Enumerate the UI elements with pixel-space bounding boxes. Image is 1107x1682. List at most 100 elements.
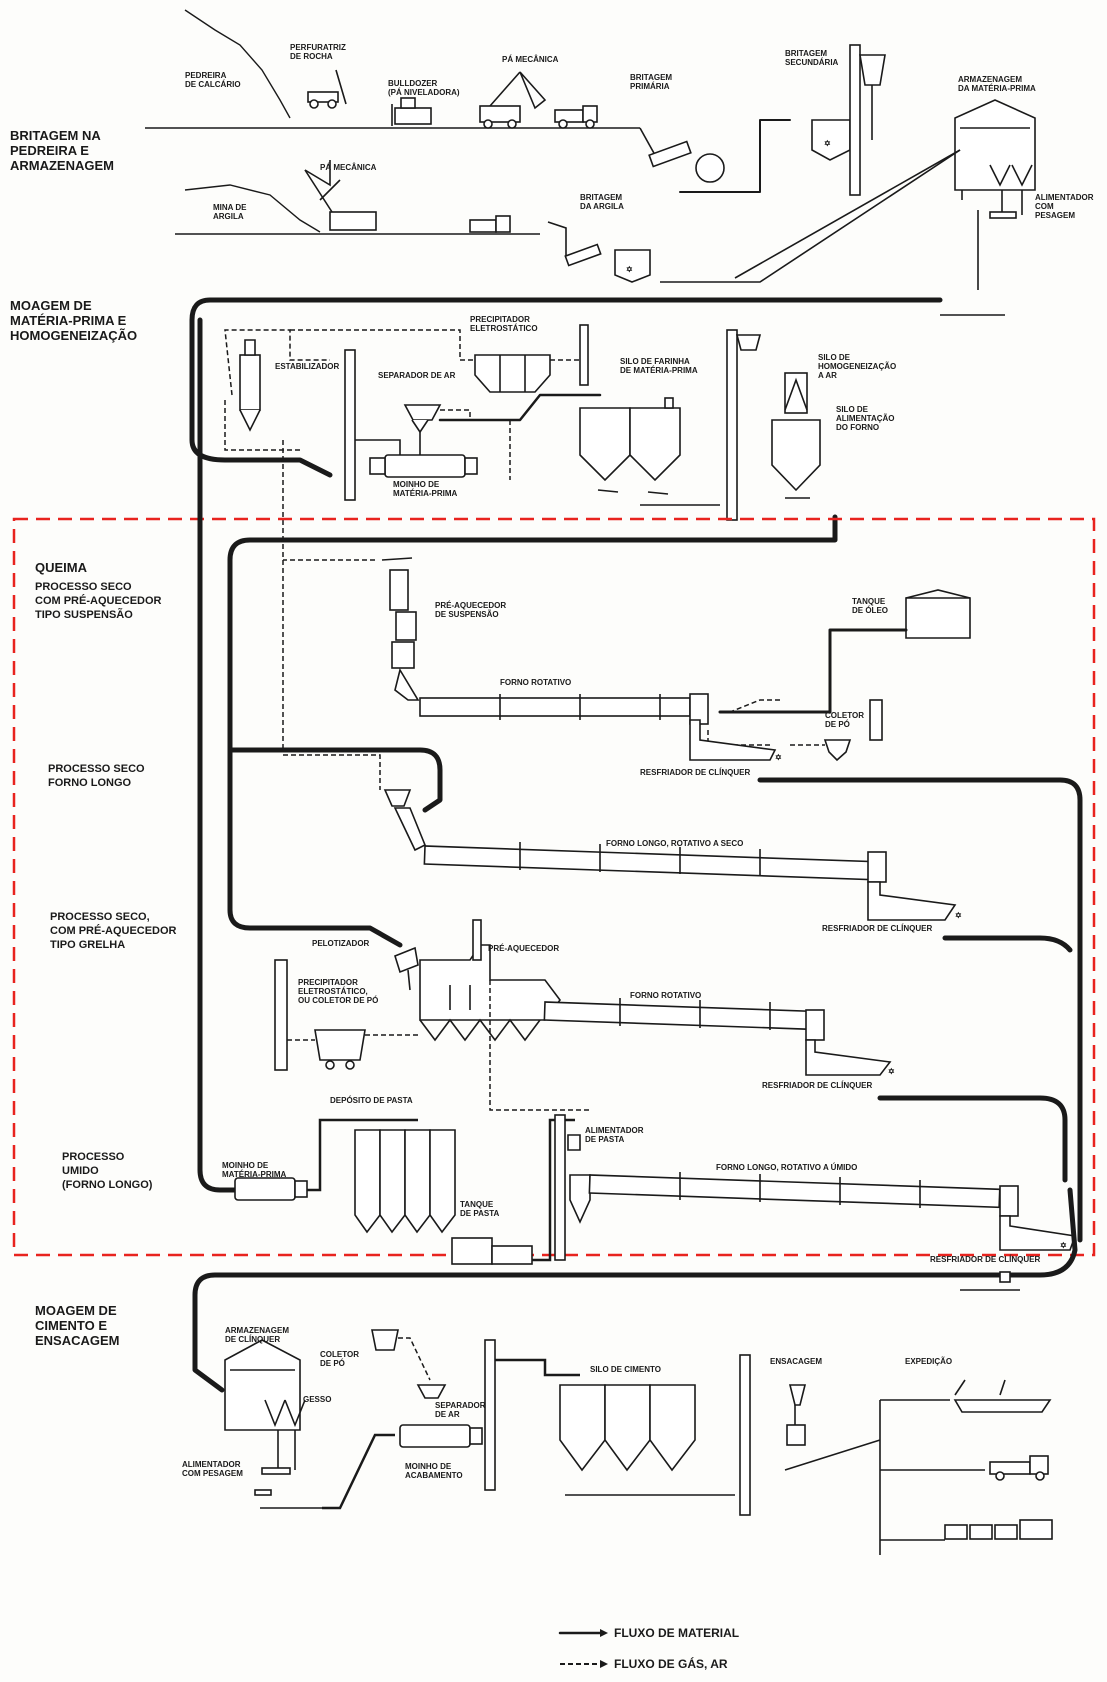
cyclone-icon	[385, 790, 425, 850]
label-resfriador-2: RESFRIADOR DE CLÍNQUER	[822, 924, 932, 933]
label-resfriador-1: RESFRIADOR DE CLÍNQUER	[640, 768, 750, 777]
clinker-out-2	[945, 938, 1070, 950]
label-estabilizador: ESTABILIZADOR	[275, 362, 340, 371]
belt-conveyor-to-storage	[735, 150, 960, 278]
raw-material-storage-icon	[955, 100, 1035, 215]
collector-gas	[398, 1338, 430, 1380]
clinker-cooler-2-icon: ✡	[868, 882, 962, 920]
dust-collector-2-icon	[372, 1330, 398, 1350]
primary-crusher-icon	[640, 120, 790, 192]
bucket-elevator-1	[850, 45, 885, 195]
stack-2-icon	[275, 960, 287, 1070]
label-alimentador-pesagem-1: ALIMENTADORCOMPESAGEM	[1035, 193, 1094, 220]
label-resfriador-4: RESFRIADOR DE CLÍNQUER	[930, 1255, 1040, 1264]
label-separador-ar-1: SEPARADOR DE AR	[378, 371, 456, 380]
label-moinho-acabamento: MOINHO DEACABAMENTO	[405, 1462, 463, 1480]
rotary-kiln-1-icon	[420, 694, 708, 724]
label-coletor-po-2: COLETORDE PÓ	[320, 1350, 359, 1368]
kiln-feed-silo-icon	[772, 420, 820, 498]
rotary-kiln-2-icon	[544, 998, 824, 1040]
svg-text:✡: ✡	[626, 265, 633, 274]
bucket-elevator-2	[345, 350, 355, 500]
svg-text:✡: ✡	[775, 753, 782, 762]
bagging-icon	[787, 1385, 805, 1445]
clinker-out-3	[880, 1098, 1065, 1180]
cement-silo-icon	[560, 1385, 735, 1495]
meal-to-silo	[440, 395, 600, 420]
gas-long-kiln	[283, 755, 380, 790]
svg-text:✡: ✡	[1060, 1241, 1067, 1250]
label-expedicao: EXPEDIÇÃO	[905, 1357, 952, 1366]
clinker-cooler-4-icon: ✡	[1000, 1216, 1075, 1250]
truck-icon	[990, 1456, 1048, 1480]
mill-feed	[355, 432, 420, 455]
legend-gas-label: FLUXO DE GÁS, AR	[614, 1656, 728, 1671]
electrostatic-precipitator-icon	[475, 355, 550, 392]
label-forno-longo-seco: FORNO LONGO, ROTATIVO A SECO	[606, 839, 743, 848]
label-tanque-pasta: TANQUEDE PASTA	[460, 1200, 499, 1218]
ship-icon	[955, 1380, 1050, 1412]
stack-1-icon	[580, 325, 588, 385]
svg-text:✡: ✡	[955, 911, 962, 920]
dump-truck-icon	[555, 106, 597, 128]
secondary-crusher-icon: ✡	[812, 120, 850, 160]
label-forno-longo-umido: FORNO LONGO, ROTATIVO A ÚMIDO	[716, 1163, 857, 1172]
suspension-preheater-icon	[382, 558, 418, 700]
label-forno-rotativo-2: FORNO ROTATIVO	[630, 991, 701, 1000]
legend: FLUXO DE MATERIAL FLUXO DE GÁS, AR	[560, 1626, 739, 1671]
precipitator-2-icon	[315, 1030, 365, 1069]
bucket-elevator-3	[727, 330, 760, 520]
homogenization-silo-icon	[785, 373, 807, 413]
weigh-feeder-2-icon	[255, 1468, 322, 1508]
label-pelotizador: PELOTIZADOR	[312, 939, 370, 948]
slurry-basin-icon	[355, 1130, 455, 1232]
rail-cars-icon	[945, 1520, 1052, 1539]
clinker-storage-icon	[225, 1340, 305, 1470]
long-dry-kiln-icon	[424, 842, 886, 882]
clay-truck-icon	[470, 216, 510, 232]
feed-long-kiln	[230, 750, 440, 810]
label-bulldozer: BULLDOZER(PÁ NIVELADORA)	[388, 79, 460, 97]
section-burning: QUEIMA	[35, 560, 88, 575]
pelletizer-icon	[395, 948, 418, 990]
label-moinho-mp-2: MOINHO DEMATÉRIA-PRIMA	[222, 1161, 287, 1179]
raw-meal-silo-icon	[580, 398, 680, 494]
clay-crusher-icon: ✡	[548, 150, 960, 282]
slurry-tank-icon	[452, 1238, 532, 1264]
label-silo-homog: SILO DEHOMOGENEIZAÇÃOA AR	[818, 353, 896, 380]
gas-to-precipitator	[290, 330, 475, 360]
finish-mill-icon	[400, 1425, 482, 1447]
clay-hill	[185, 185, 320, 232]
label-pre-aquecedor: PRÉ-AQUECEDOR	[488, 944, 559, 953]
label-resfriador-3: RESFRIADOR DE CLÍNQUER	[762, 1081, 872, 1090]
air-separator-1-icon	[405, 405, 440, 432]
clinker-cooler-3-icon: ✡	[806, 1040, 895, 1076]
to-cement-silo	[495, 1360, 580, 1375]
raw-mill-2-icon	[235, 1178, 307, 1200]
svg-text:✡: ✡	[888, 1067, 895, 1076]
feed-grate	[230, 750, 400, 945]
svg-text:✡: ✡	[824, 139, 831, 148]
label-forno-rotativo-1: FORNO ROTATIVO	[500, 678, 571, 687]
raw-mill-1-icon	[370, 455, 477, 477]
oil-tank-icon	[906, 590, 970, 638]
bulldozer-icon	[392, 98, 431, 126]
label-silo-alim-forno: SILO DEALIMENTAÇÃODO FORNO	[836, 405, 895, 432]
label-gesso: GESSO	[303, 1395, 331, 1404]
label-silo-cimento: SILO DE CIMENTO	[590, 1365, 661, 1374]
mechanical-shovel-icon	[480, 72, 545, 128]
